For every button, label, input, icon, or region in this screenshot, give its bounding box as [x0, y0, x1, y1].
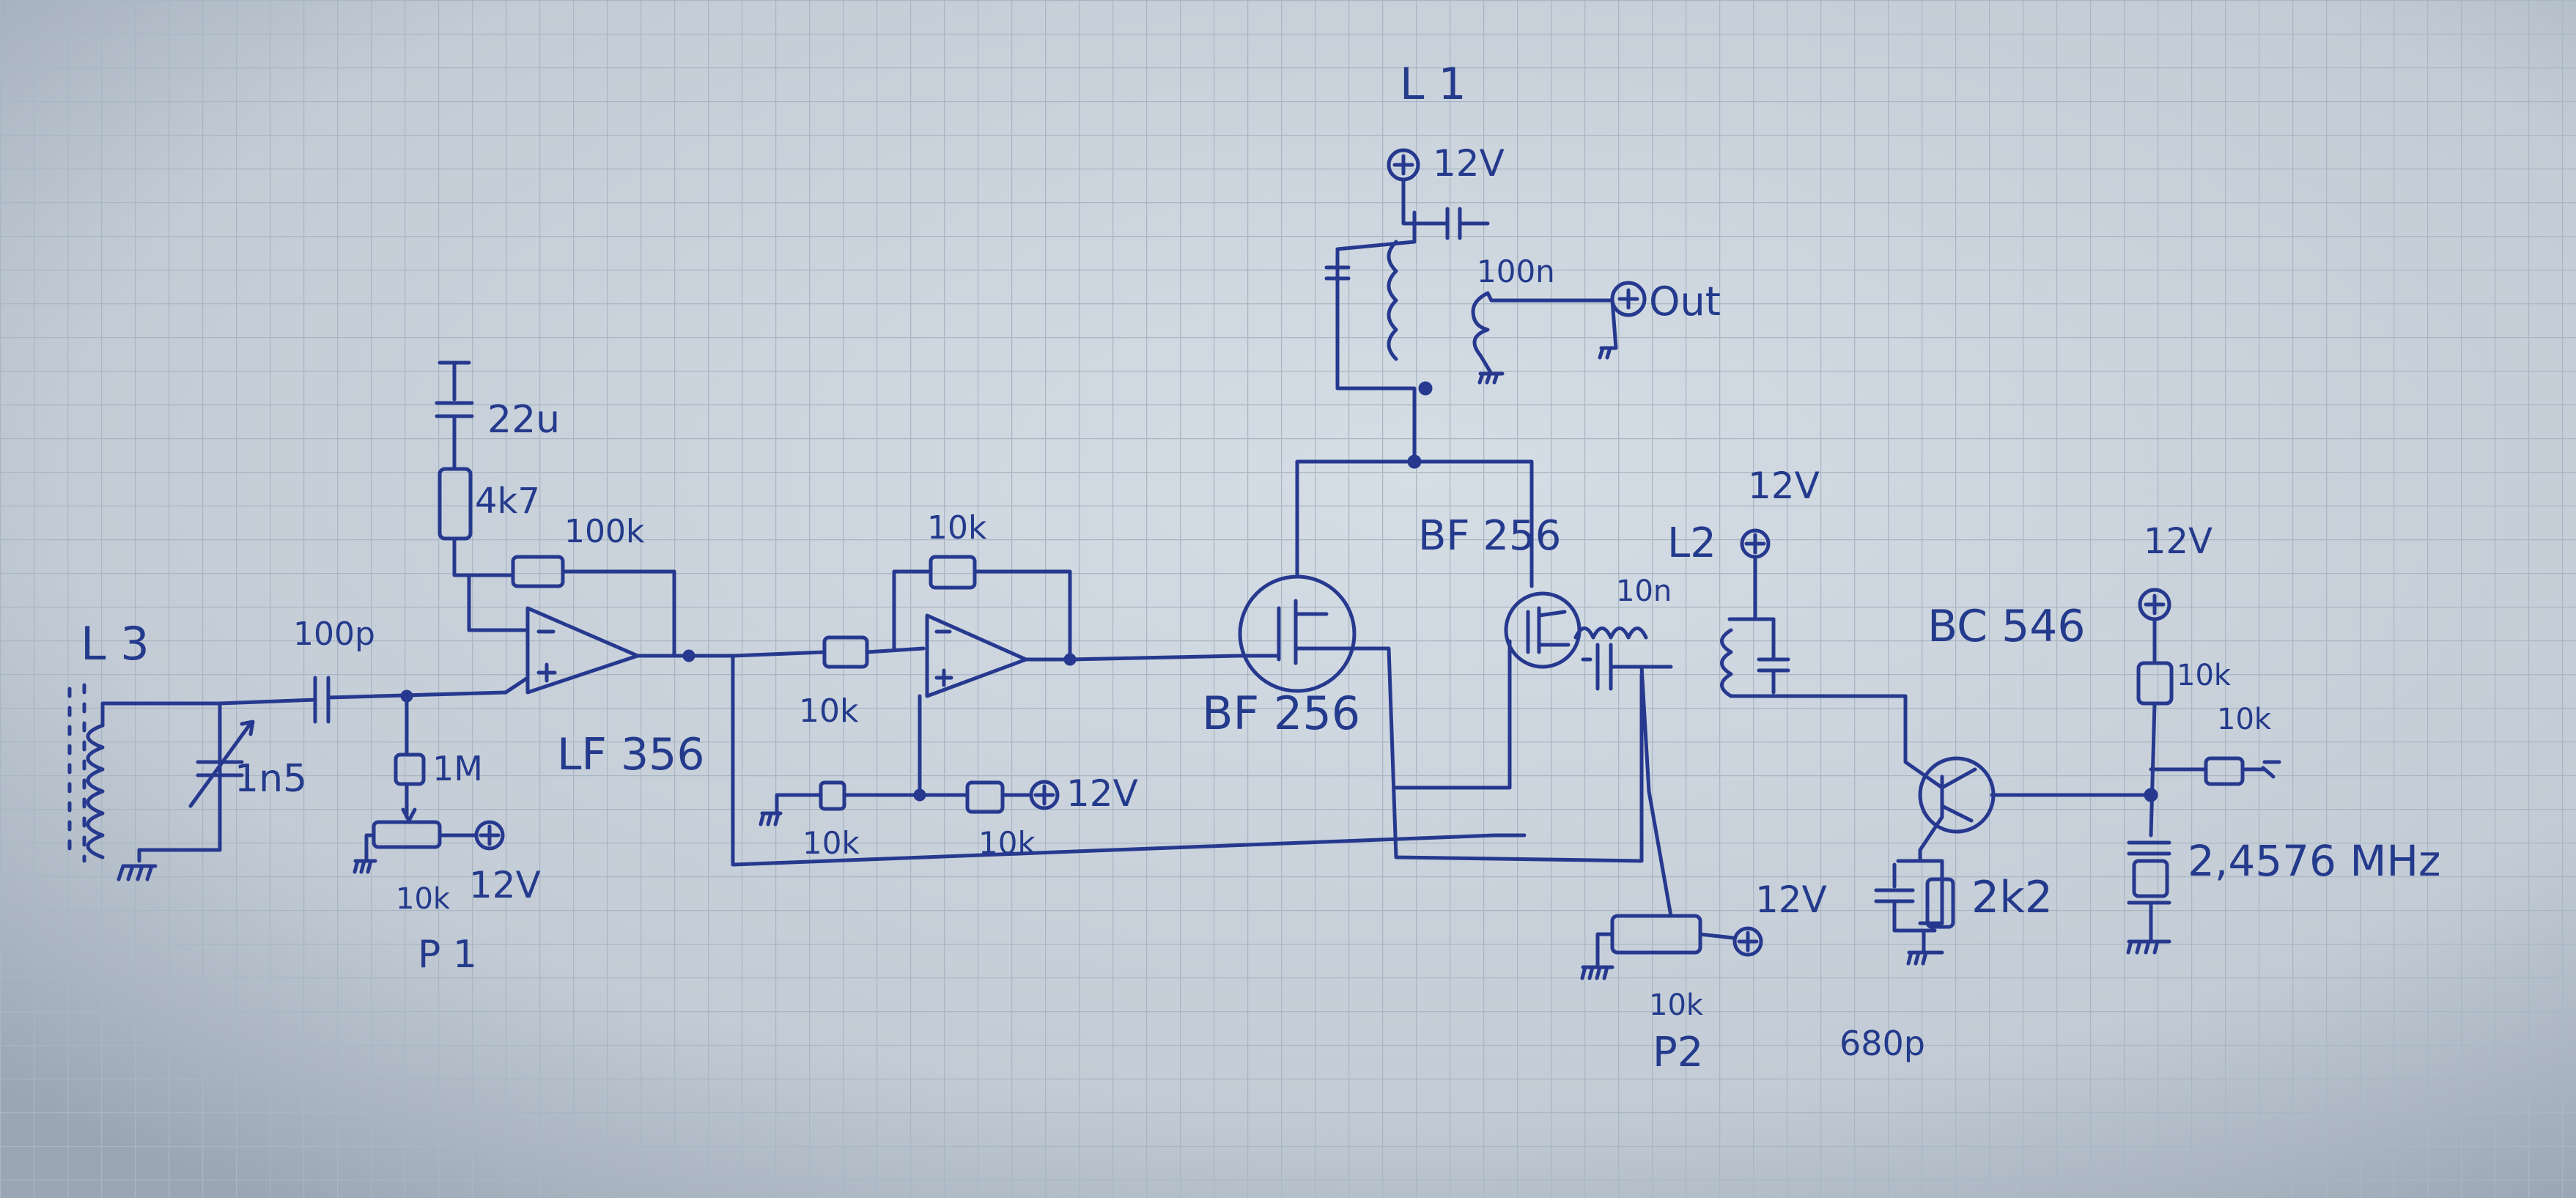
label-c-in: 100p [293, 615, 375, 653]
label-trim-cap: 1n5 [235, 757, 307, 801]
label-c-22u: 22u [487, 398, 560, 442]
label-osc-supply: 12V [2144, 521, 2213, 562]
label-r-10k-bias2: 10k [978, 825, 1036, 861]
label-r-1m: 1M [432, 749, 483, 788]
resistor-1m [394, 753, 426, 786]
label-l1-cap: 100n [1477, 254, 1555, 289]
circuit-ink [67, 148, 2281, 980]
label-q2: BF 256 [1418, 512, 1561, 560]
node-dot [1418, 381, 1433, 396]
label-out: Out [1649, 278, 1721, 325]
plus-supply-symbol [1740, 528, 1771, 559]
label-p1-supply: 12V [469, 864, 541, 906]
label-r-osc2: 10k [2217, 703, 2272, 736]
ground-symbol [1477, 371, 1505, 385]
label-l3: L 3 [81, 617, 150, 670]
label-l2: L2 [1667, 519, 1716, 567]
label-q1: BF 256 [1202, 687, 1360, 740]
label-p1-value: 10k [396, 882, 451, 916]
opamp-lf356 [525, 606, 640, 695]
label-c-680p: 680p [1839, 1024, 1925, 1063]
label-q3: BC 546 [1927, 601, 2086, 652]
plus-supply-symbol [474, 820, 505, 851]
node-dot [2144, 788, 2158, 802]
label-l1-supply: 12V [1433, 142, 1505, 185]
resistor-10k-bias2 [965, 780, 1005, 814]
plus-supply-symbol [1387, 148, 1420, 182]
label-r-2k2: 2k2 [1971, 872, 2053, 923]
node-dot [682, 649, 695, 662]
plus-supply-symbol [1732, 926, 1763, 957]
label-r-100k: 100k [564, 513, 645, 550]
resistor-2k2 [1925, 877, 1955, 929]
opamp-2 [925, 613, 1028, 698]
node-dot [1407, 454, 1422, 469]
plus-supply-symbol [1029, 780, 1060, 810]
node-dot [913, 788, 926, 802]
label-bias-supply: 12V [1066, 772, 1138, 815]
plus-supply-symbol [2138, 588, 2171, 621]
label-r-10k-bias1: 10k [802, 825, 860, 861]
trimmer-capacitor [188, 701, 255, 852]
label-op1: LF 356 [557, 729, 705, 780]
label-p2-name: P2 [1653, 1029, 1703, 1076]
label-l2-supply: 12V [1748, 465, 1820, 507]
label-c-10n: 10n [1616, 574, 1672, 608]
ground-symbol [117, 864, 158, 881]
label-p2-value: 10k [1649, 988, 1704, 1022]
label-r-4k7: 4k7 [475, 481, 540, 522]
label-p1-name: P 1 [418, 933, 477, 977]
label-r-osc1: 10k [2177, 659, 2232, 692]
label-l1: L 1 [1400, 59, 1466, 110]
label-xtal: 2,4576 MHz [2188, 836, 2440, 886]
crystal [2132, 859, 2169, 898]
label-r-10k-in: 10k [799, 692, 859, 730]
label-r-10k-fb: 10k [927, 509, 987, 547]
labels: L 1 12V 100n Out L 3 100p 1n5 1M 10k 12V… [81, 59, 2440, 1076]
label-p2-supply: 12V [1755, 879, 1827, 921]
